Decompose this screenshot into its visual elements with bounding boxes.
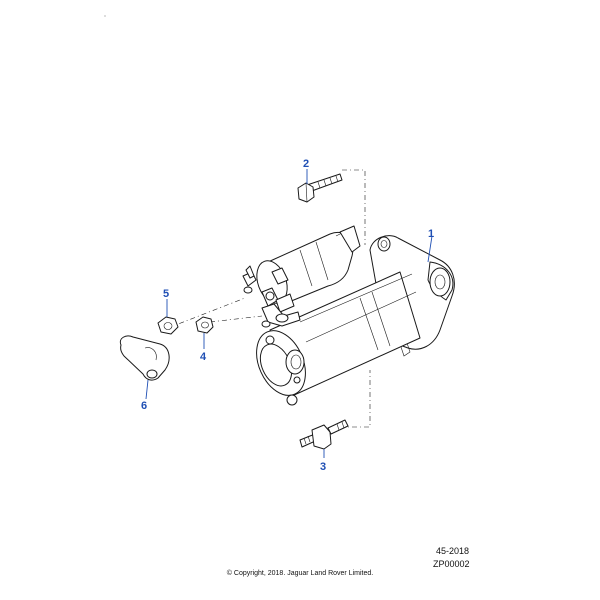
- bolt-2-axis-line: [342, 169, 366, 245]
- nut-5: [157, 316, 179, 335]
- callout-4: 4: [200, 351, 207, 363]
- diagram-ref-id: ZP00002: [433, 559, 470, 569]
- callout-5: 5: [163, 288, 169, 300]
- diagram-ref-code: 45-2018: [436, 546, 470, 556]
- terminal-axis-line: [167, 297, 246, 329]
- bolt-2: [297, 173, 343, 203]
- bolt-3: [299, 419, 349, 450]
- starter-motor-1: [242, 225, 455, 406]
- bolt-3-axis-line: [340, 370, 371, 428]
- terminal-cover-6: [119, 335, 170, 381]
- nut-4-axis-line: [209, 315, 263, 323]
- callout-6: 6: [141, 400, 147, 412]
- leader-6: [145, 379, 149, 400]
- nut-4: [195, 316, 214, 334]
- corner-mark: [104, 15, 106, 17]
- copyright-notice: © Copyright, 2018. Jaguar Land Rover Lim…: [226, 570, 374, 577]
- callout-2: 2: [303, 158, 309, 170]
- callout-3: 3: [320, 461, 326, 473]
- leader-1: [427, 235, 433, 263]
- callout-1: 1: [428, 228, 434, 240]
